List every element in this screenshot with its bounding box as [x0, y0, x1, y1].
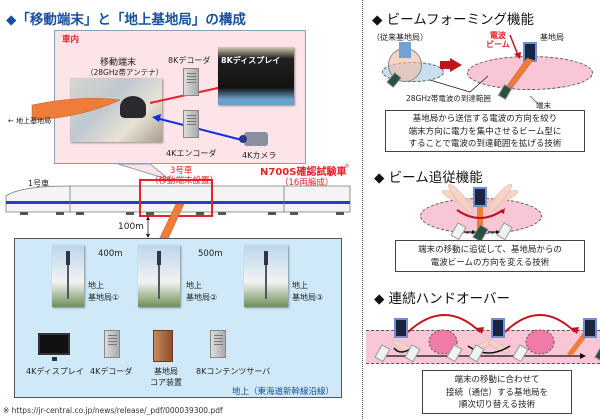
handover-description: 端末の移動に合わせて 接続（通信）する基地局を 順次切り替える技術	[422, 370, 572, 414]
encoder-4k-icon	[183, 110, 199, 138]
transition-arrow-body	[440, 61, 450, 69]
beam-shape-car	[31, 98, 121, 121]
beamforming-overlay	[386, 34, 539, 105]
decoder-4k-icon	[104, 330, 120, 358]
display-4k-label: 4Kディスプレイ	[26, 367, 84, 376]
station3-photo	[244, 245, 288, 307]
station2-label: 地上基地局②	[186, 281, 218, 302]
antenna-label: （28GHz帯アンテナ）	[86, 68, 164, 77]
handover-terminal-final	[594, 344, 600, 363]
tracking-arc	[456, 209, 504, 219]
footnote-mark: ※	[344, 162, 350, 170]
handover-base-icon-1	[394, 318, 408, 338]
section-title-configuration: ◆「移動端末」と「地上基地局」の構成	[6, 12, 246, 28]
core-device-icon	[153, 330, 173, 362]
camera-4k-label: 4Kカメラ	[242, 151, 277, 160]
car3-label: 3号車	[170, 166, 193, 176]
handover-base-icon-2	[491, 318, 505, 338]
coverage-label: 28GHz帯電波の到達範囲	[406, 94, 491, 103]
tracking-title: ◆ ビーム追従機能	[374, 170, 483, 186]
mobile-terminal-label: 移動端末	[100, 58, 137, 68]
distance-2-3: 500m	[198, 249, 223, 259]
tracking-terminal-right	[496, 222, 513, 241]
terminal-icon	[497, 84, 513, 100]
footnote-link[interactable]: ※ https://jr-central.co.jp/news/release/…	[3, 406, 223, 415]
handover-arrow-2	[504, 314, 576, 333]
base-station-label: 基地局	[540, 33, 564, 42]
beamforming-title: ◆ ビームフォーミング機能	[372, 12, 534, 28]
handover-arrow-1	[407, 314, 481, 333]
decoder-4k-label: 4Kデコーダ	[90, 367, 133, 376]
content-server-label: 8Kコンテンツサーバ	[196, 367, 271, 376]
camera-4k-icon	[239, 132, 268, 146]
callout-tail	[117, 163, 171, 181]
display-8k-label: 8Kディスプレイ	[221, 56, 281, 65]
handover-title: ◆ 連続ハンドオーバー	[374, 291, 511, 307]
train-illustration	[5, 179, 351, 217]
height-label: 100m	[118, 222, 144, 232]
arrow-camera-to-encoder	[155, 117, 243, 141]
core-label: 基地局コア装置	[150, 367, 182, 387]
display-4k-icon	[38, 333, 70, 361]
conventional-terminal-icon	[386, 72, 402, 88]
beam-label: 電波ビーム	[486, 31, 510, 49]
station1-photo	[52, 245, 84, 307]
ground-station-arrow-label: ← 地上基地局	[8, 117, 52, 125]
distance-1-2: 400m	[98, 249, 123, 259]
station2-photo	[138, 245, 180, 307]
column-divider	[362, 0, 363, 419]
station3-label: 地上基地局③	[292, 281, 324, 302]
overlap-zone-2	[525, 329, 555, 355]
handover-base-icon-3	[583, 318, 597, 338]
car3-sublabel: （移動端末設置）	[150, 176, 219, 186]
conventional-base-icon	[399, 42, 411, 58]
tracking-beam	[477, 198, 483, 232]
beamforming-description: 基地局から送信する電波の方向を絞り 端末方向に電力を集中させるビーム型に するこ…	[385, 110, 585, 152]
arrow-head-blue	[152, 114, 161, 122]
antenna-dome	[120, 96, 146, 118]
transition-arrow	[450, 58, 462, 72]
beam-ray	[506, 57, 534, 89]
encoder-4k-label: 4Kエンコーダ	[166, 149, 217, 158]
mobile-terminal-photo	[70, 78, 162, 142]
formation-label: （16両編成）	[280, 178, 334, 188]
terminal-label: 端末	[536, 101, 551, 110]
ground-area-label: 地上（東海道新幹線沿線）	[232, 387, 335, 397]
overlap-zone-1	[428, 329, 458, 355]
tracking-terminal-left	[450, 222, 467, 241]
handover-overlay	[374, 314, 600, 363]
car1-label: 1号車	[28, 179, 50, 188]
display-8k-photo	[218, 47, 294, 105]
decoder-8k-label: 8Kデコーダ	[168, 56, 211, 65]
tracking-base-icon	[473, 187, 487, 207]
car-interior-label: 車内	[62, 35, 80, 45]
tracking-description: 端末の移動に追従して、基地局からの 電波ビームの方向を変える技術	[395, 240, 585, 272]
conventional-label: （従来基地局）	[372, 33, 428, 42]
decoder-8k-icon	[183, 68, 199, 96]
station1-label: 地上基地局①	[88, 281, 120, 302]
tracking-overlay	[441, 183, 519, 243]
test-train-label: N700S確認試験車	[260, 167, 347, 178]
content-server-icon	[210, 330, 226, 358]
tracking-terminal-center	[472, 224, 489, 243]
